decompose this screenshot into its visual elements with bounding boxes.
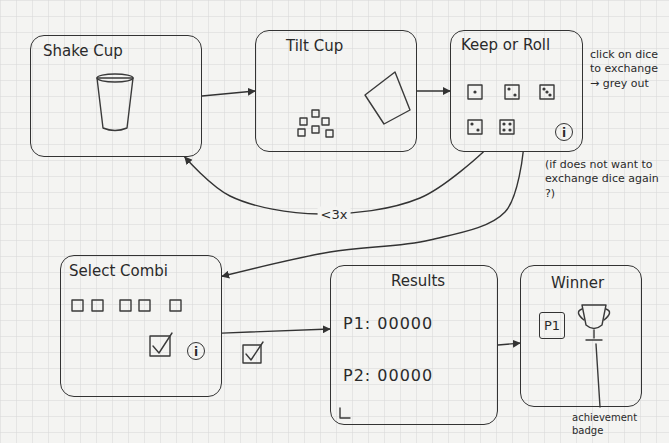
annotation-note: achievement badge [572,411,664,437]
trophy-handles [578,309,609,320]
info-icon: i [187,342,205,360]
flow-arrow [222,329,330,333]
die-icon [505,85,519,99]
die-icon [322,118,329,125]
flow-arrow [185,152,483,214]
player-badge: P1 [539,312,565,339]
die-icon [312,110,319,117]
corner-mark [340,408,350,418]
screen-box: Tilt Cup [255,30,417,152]
die-pip [513,93,516,96]
check-mark [153,333,172,353]
score-row: P1: 00000 [343,314,433,333]
die-pip [508,122,511,125]
info-icon: i [555,123,573,141]
die-pip [548,93,551,96]
tilted-cup-icon [365,72,410,124]
combi-slot [139,300,150,311]
die-pip [502,128,505,131]
screen-box: ResultsP1: 00000P2: 00000 [330,265,498,425]
cup-rim [97,74,133,82]
combi-slot [72,300,83,311]
score-row: P2: 00000 [343,366,433,385]
die-pip [507,87,510,90]
flow-arrow [222,152,523,276]
screen-title: Select Combi [69,262,168,280]
flow-arrow [417,90,450,91]
check-mark [246,342,263,360]
flow-arrow [202,91,255,96]
trophy-base [586,330,602,340]
die-pip [508,128,511,131]
die-pip [470,122,473,125]
combi-slot [170,300,181,311]
edge-label: <3x [318,206,351,221]
trophy-icon [582,305,606,329]
die-pip [542,87,545,90]
screen-title: Shake Cup [43,42,123,60]
die-icon [298,129,305,136]
screen-box: Shake Cup [30,35,202,157]
die-icon [540,85,554,99]
die-icon [500,120,514,134]
screen-box: WinnerP1 [520,265,642,407]
combi-slot [92,300,103,311]
screen-title: Results [391,272,445,290]
screen-title: Keep or Roll [461,36,550,54]
screen-box: Select Combi i [60,255,222,397]
die-pip [502,122,505,125]
die-icon [468,85,482,99]
flow-arrow [498,343,520,345]
annotation-note: click on dice to exchange → grey out [590,48,664,91]
die-pip [545,90,548,93]
screen-box: Keep or Roll i [450,30,583,152]
leader-line [596,344,600,407]
die-pip [476,128,479,131]
screen-title: Tilt Cup [286,37,343,55]
combi-slot [120,300,131,311]
die-icon [468,120,482,134]
die-icon [312,126,319,133]
annotation-note: (if does not want to exchange dice again… [545,158,663,201]
screen-title: Winner [551,274,604,292]
cup-icon [97,78,133,131]
die-pip [473,90,476,93]
die-icon [300,118,307,125]
die-icon [326,130,333,137]
